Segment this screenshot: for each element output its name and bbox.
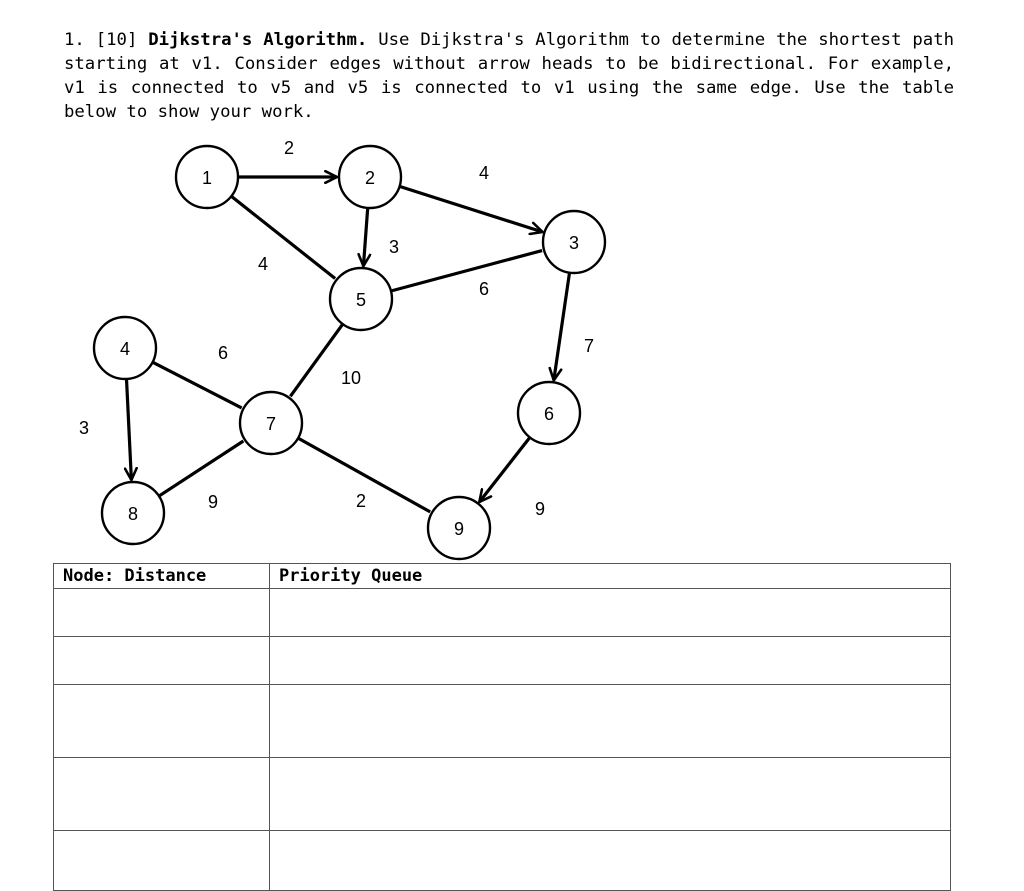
edge-4-8 — [127, 378, 132, 480]
edge-weight-2-5: 3 — [389, 237, 399, 257]
edge-8-7 — [158, 439, 245, 498]
question-number: 1. — [64, 30, 85, 50]
edge-2-5 — [363, 207, 367, 266]
edges-layer — [127, 177, 572, 514]
priority-queue-cell[interactable] — [269, 636, 951, 685]
node-distance-cell[interactable] — [53, 757, 270, 831]
node-label-2: 2 — [365, 168, 375, 188]
header-node-distance: Node: Distance — [53, 563, 270, 589]
edge-weight-7-9: 2 — [356, 491, 366, 511]
node-label-8: 8 — [128, 504, 138, 524]
node-2: 2 — [337, 144, 403, 210]
node-circle-9 — [426, 495, 492, 561]
table-row — [53, 588, 951, 637]
edge-weight-4-7: 6 — [218, 343, 228, 363]
priority-queue-cell[interactable] — [269, 684, 951, 758]
edge-4-7 — [151, 360, 243, 410]
node-circle-3 — [541, 209, 607, 275]
node-label-1: 1 — [202, 168, 212, 188]
node-5: 5 — [328, 266, 394, 332]
work-table: Node: Distance Priority Queue — [53, 563, 951, 891]
edge-6-9 — [479, 436, 532, 502]
node-circle-4 — [92, 315, 158, 381]
edge-weight-3-6: 7 — [584, 336, 594, 356]
edge-weight-1-5: 4 — [258, 254, 268, 274]
question-title: Dijkstra's Algorithm. — [148, 30, 368, 50]
edge-weight-5-3: 6 — [479, 279, 489, 299]
node-circle-2 — [337, 144, 403, 210]
node-9: 9 — [426, 495, 492, 561]
node-distance-cell[interactable] — [53, 588, 270, 637]
table-row — [53, 830, 951, 891]
header-priority-queue: Priority Queue — [269, 563, 951, 589]
node-6: 6 — [516, 380, 582, 446]
weights-layer: 2 4 4 3 6 7 10 6 3 9 2 9 — [79, 138, 594, 519]
node-7: 7 — [238, 390, 304, 456]
edge-5-7 — [289, 323, 345, 398]
edge-5-3 — [390, 248, 543, 293]
table-row — [53, 757, 951, 831]
node-label-4: 4 — [120, 339, 130, 359]
node-circle-1 — [174, 144, 240, 210]
graph-diagram: 1 2 3 4 5 6 7 8 9 2 4 4 3 6 7 10 6 3 9 2 9 — [79, 138, 607, 561]
question-body: Use Dijkstra's Algorithm to determine th… — [64, 30, 955, 122]
priority-queue-cell[interactable] — [269, 757, 951, 831]
node-3: 3 — [541, 209, 607, 275]
table-header-row: Node: Distance Priority Queue — [53, 563, 951, 589]
node-distance-cell[interactable] — [53, 636, 270, 685]
edge-weight-2-3: 4 — [479, 163, 489, 183]
node-circle-7 — [238, 390, 304, 456]
edge-weight-4-8: 3 — [79, 418, 89, 438]
node-4: 4 — [92, 315, 158, 381]
node-circle-5 — [328, 266, 394, 332]
edge-7-9 — [297, 436, 431, 514]
edge-weight-1-2: 2 — [284, 138, 294, 158]
node-circle-8 — [100, 480, 166, 546]
edge-1-5 — [230, 194, 337, 280]
edge-weight-5-7: 10 — [341, 368, 361, 388]
question-text: 1. [10] Dijkstra's Algorithm. Use Dijkst… — [64, 28, 954, 124]
node-circle-6 — [516, 380, 582, 446]
table-row — [53, 684, 951, 758]
edge-3-6 — [554, 272, 572, 381]
nodes-layer: 1 2 3 4 5 6 7 8 9 — [92, 144, 607, 561]
priority-queue-cell[interactable] — [269, 830, 951, 891]
node-label-6: 6 — [544, 404, 554, 424]
edge-weight-6-9: 9 — [535, 499, 545, 519]
edge-weight-8-7: 9 — [208, 492, 218, 512]
node-1: 1 — [174, 144, 240, 210]
question-points: [10] — [95, 30, 138, 50]
priority-queue-cell[interactable] — [269, 588, 951, 637]
edge-2-3 — [399, 184, 543, 232]
table-row — [53, 636, 951, 685]
node-distance-cell[interactable] — [53, 830, 270, 891]
node-label-5: 5 — [356, 290, 366, 310]
node-8: 8 — [100, 480, 166, 546]
node-label-9: 9 — [454, 519, 464, 539]
node-label-3: 3 — [569, 233, 579, 253]
node-label-7: 7 — [266, 414, 276, 434]
node-distance-cell[interactable] — [53, 684, 270, 758]
